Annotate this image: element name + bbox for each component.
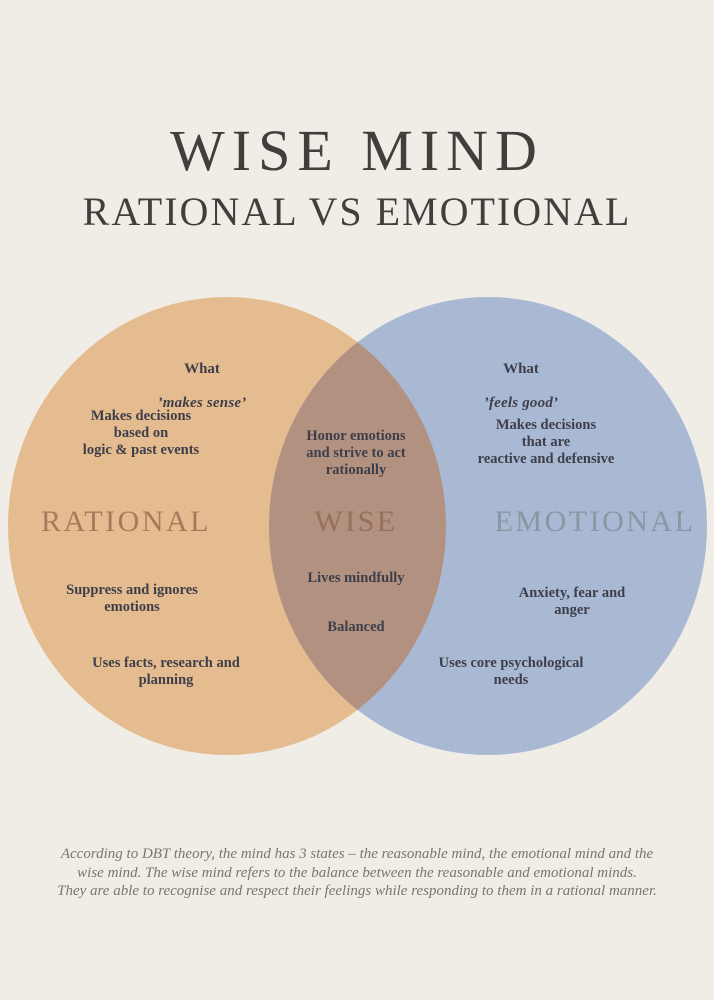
footer-line-3: They are able to recognise and respect t…: [57, 883, 657, 899]
wise-balanced: Balanced: [327, 619, 385, 635]
emotional-needs: Uses core psychological needs: [438, 655, 584, 688]
emotional-anxiety: Anxiety, fear and anger: [518, 585, 626, 618]
rational-what: What ’makes sense’: [158, 344, 247, 429]
wise-honor: Honor emotions and strive to act rationa…: [306, 428, 406, 478]
wise-label: WISE: [314, 505, 398, 538]
emotional-what-line: What: [503, 361, 539, 377]
rational-what-quote: ’makes sense’: [157, 395, 247, 411]
emotional-what-quote: ’feels good’: [483, 395, 559, 411]
emotional-decisions: Makes decisions that are reactive and de…: [477, 417, 615, 467]
rational-facts: Uses facts, research and planning: [92, 655, 240, 688]
footer-line-2: wise mind. The wise mind refers to the b…: [77, 864, 637, 881]
rational-what-line: What: [184, 361, 220, 377]
emotional-label: EMOTIONAL: [494, 505, 696, 538]
rational-label: RATIONAL: [41, 505, 211, 538]
wise-mindfully: Lives mindfully: [307, 570, 405, 586]
overlap-region: [269, 297, 446, 755]
page-subtitle: RATIONAL VS EMOTIONAL: [82, 189, 632, 234]
footer-line-1: According to DBT theory, the mind has 3 …: [60, 846, 654, 862]
page-title: WISE MIND: [170, 118, 544, 183]
emotional-what: What ’feels good’: [484, 344, 558, 429]
footer-note: According to DBT theory, the mind has 3 …: [0, 845, 714, 901]
rational-decisions: Makes decisions based on logic & past ev…: [82, 408, 200, 458]
rational-suppress: Suppress and ignores emotions: [66, 582, 198, 615]
